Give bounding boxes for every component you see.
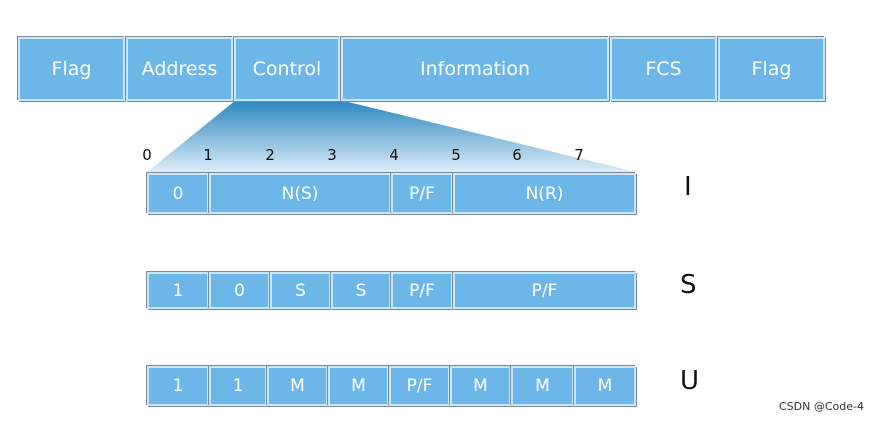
u-row-cell: 1 <box>147 366 209 406</box>
s-row-cell: S <box>331 272 391 309</box>
bit-number: 3 <box>327 146 337 164</box>
u-row-cell-pf: P/F <box>389 366 450 406</box>
u-row-cell: M <box>450 366 511 406</box>
u-row-cell: M <box>511 366 574 406</box>
u-row-cell: 1 <box>209 366 267 406</box>
s-row-cell-pf-wide: P/F <box>453 272 636 309</box>
wedge-shape <box>147 100 636 172</box>
i-row-cell-nr: N(R) <box>453 173 636 214</box>
frame-field-address: Address <box>126 37 233 101</box>
frame-field-information: Information <box>341 37 609 101</box>
u-row-cell: M <box>574 366 636 406</box>
s-row-cell: 1 <box>147 272 209 309</box>
bit-number: 7 <box>574 146 584 164</box>
frame-field-fcs: FCS <box>610 37 717 101</box>
watermark-credit: CSDN @Code-4 <box>779 400 864 413</box>
bit-number: 5 <box>451 146 461 164</box>
bit-number: 6 <box>512 146 522 164</box>
row-label-u: U <box>680 366 700 396</box>
frame-field-control: Control <box>234 37 340 101</box>
bit-number: 4 <box>389 146 399 164</box>
s-row-cell: 0 <box>209 272 270 309</box>
bit-number: 0 <box>142 146 152 164</box>
u-row-cell: M <box>267 366 328 406</box>
i-row-cell-pf: P/F <box>391 173 453 214</box>
bit-number: 1 <box>203 146 213 164</box>
u-row-cell: M <box>328 366 389 406</box>
i-row-cell: 0 <box>147 173 209 214</box>
s-row-cell: S <box>270 272 331 309</box>
frame-field-flag-start: Flag <box>18 37 125 101</box>
i-row-cell-ns: N(S) <box>209 173 391 214</box>
bit-number: 2 <box>265 146 275 164</box>
row-label-s: S <box>680 270 697 300</box>
frame-field-flag-end: Flag <box>718 37 825 101</box>
row-label-i: I <box>684 172 692 202</box>
s-row-cell-pf: P/F <box>391 272 453 309</box>
